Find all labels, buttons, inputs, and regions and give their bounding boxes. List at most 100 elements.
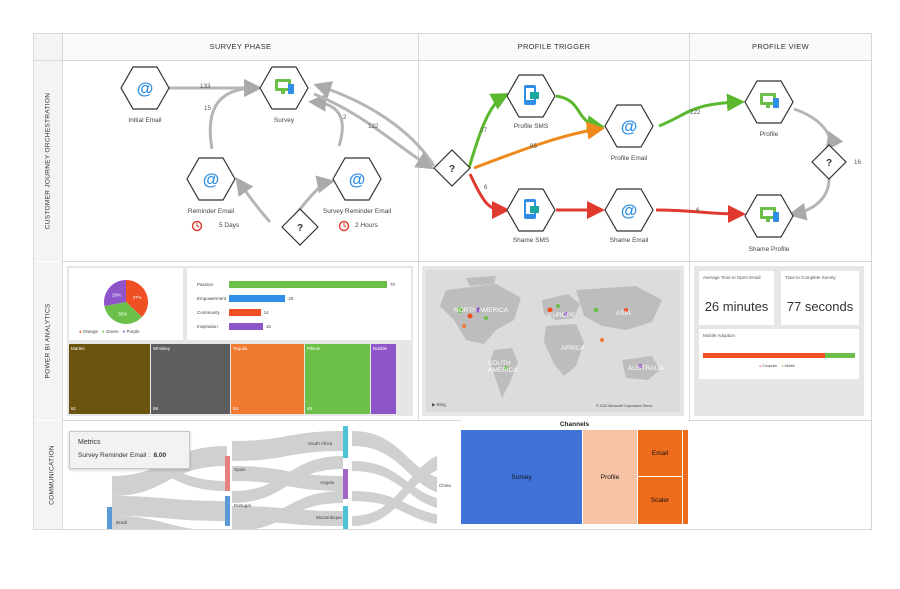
- legend-item: ● Mobile: [781, 364, 795, 368]
- channels-chart[interactable]: Channels Survey Profile Email Scaler: [461, 420, 688, 524]
- sankey-node[interactable]: [343, 506, 348, 530]
- treemap-tile-value: 54: [233, 406, 239, 411]
- map-panel: NORTH AMERICA EUROPE ASIA AFRICA SOUTH A…: [422, 266, 684, 416]
- pie-chart-card[interactable]: 37%35%28% ● Orange ● Green ● Purple: [69, 268, 183, 340]
- sankey-node-label: Brazil: [116, 520, 128, 525]
- column-header-profile-trigger: PROFILE TRIGGER: [419, 34, 690, 61]
- node-label: Profile: [759, 131, 779, 138]
- channel-label: Scaler: [650, 497, 670, 504]
- map-label: SOUTH AMERICA: [488, 360, 518, 374]
- decision-diamond[interactable]: [433, 149, 471, 187]
- kpi-value: 26 minutes: [704, 299, 769, 314]
- bing-logo: ▶ Bing: [432, 402, 446, 407]
- row-label-analytics: POWER BI ANALYTICS: [34, 262, 63, 420]
- flow-count: 6: [484, 184, 488, 191]
- bar-category-label: Empowerment: [197, 296, 227, 301]
- decision-diamond[interactable]: [281, 208, 319, 246]
- journey-flow-diagram: ? ? ? @ @ @ @ @: [120, 66, 847, 246]
- clock-icon: [338, 220, 350, 232]
- channel-tile-profile[interactable]: Profile: [583, 430, 637, 524]
- mobile-adoption-card[interactable]: Mobile Adoption ● Computer ● Mobile: [699, 329, 859, 379]
- flow-count: 95: [530, 143, 537, 150]
- bar-mark[interactable]: [229, 323, 263, 330]
- kpi-card-open-email[interactable]: Average Time to Open Email 26 minutes: [699, 271, 774, 325]
- channel-tile-survey[interactable]: Survey: [461, 430, 582, 524]
- tooltip-title: Metrics: [78, 439, 101, 446]
- channel-tile-scaler[interactable]: Scaler: [638, 477, 682, 524]
- question-mark-icon: ?: [449, 164, 455, 175]
- node-label: Shame SMS: [512, 237, 550, 244]
- bar-mark[interactable]: [229, 295, 286, 302]
- map-label: NORTH AMERICA: [454, 307, 509, 314]
- sankey-node[interactable]: [225, 456, 230, 491]
- treemap-tile[interactable]: Bubble: [371, 344, 396, 414]
- node-label: Profile Email: [610, 155, 648, 162]
- bar-category-label: Passion: [197, 282, 214, 287]
- legend-item: ● Purple: [122, 329, 140, 334]
- treemap-tile-value: 61: [71, 406, 77, 411]
- flow-arrow: [235, 177, 272, 223]
- treemap-tile-value: 58: [153, 406, 159, 411]
- bar-mark[interactable]: [229, 309, 261, 316]
- node-survey-reminder-email[interactable]: [332, 157, 382, 201]
- sms-phone-icon: [524, 85, 539, 105]
- bar-mark[interactable]: [229, 281, 387, 288]
- adoption-segment[interactable]: [824, 353, 855, 358]
- node-profile-email[interactable]: [604, 104, 654, 148]
- pie-slice[interactable]: [104, 280, 126, 307]
- metrics-tooltip: Metrics Survey Reminder Email : 8.00: [69, 431, 190, 469]
- pie-legend: ● Orange ● Green ● Purple: [79, 329, 140, 334]
- channel-tile-other[interactable]: [683, 430, 688, 524]
- sankey-node[interactable]: [343, 469, 348, 499]
- pie-chart: 37%35%28%: [104, 280, 148, 324]
- sankey-node-label: China: [439, 483, 451, 488]
- adoption-title: Mobile Adoption: [703, 333, 736, 338]
- treemap-tile-label: Tequila: [233, 346, 248, 351]
- flow-count: 122: [368, 123, 379, 130]
- pie-slice[interactable]: [104, 302, 143, 324]
- legend-item: ● Computer: [759, 364, 778, 368]
- node-reminder-email[interactable]: [186, 157, 236, 201]
- kpi-card-complete-survey[interactable]: Time to Complete Survey 77 seconds: [781, 271, 859, 325]
- sms-phone-icon: [524, 199, 539, 219]
- treemap-tile-label: Bubble: [373, 346, 388, 351]
- sankey-node[interactable]: [225, 496, 230, 526]
- node-label: Survey Reminder Email: [322, 208, 392, 215]
- grid-divider: [62, 261, 871, 262]
- flow-count: 2: [343, 114, 347, 121]
- wait-duration: 2 Hours: [355, 222, 378, 229]
- legend-item: ● Orange: [79, 329, 98, 334]
- pie-slice[interactable]: [126, 280, 148, 318]
- column-header-survey-phase: SURVEY PHASE: [63, 34, 419, 61]
- flow-arrow-green: [555, 94, 605, 133]
- world-map[interactable]: NORTH AMERICA EUROPE ASIA AFRICA SOUTH A…: [426, 270, 680, 412]
- pie-slice-label: 35%: [118, 312, 127, 317]
- row-label-text: POWER BI ANALYTICS: [44, 303, 52, 379]
- sankey-node[interactable]: [107, 507, 112, 530]
- adoption-segment[interactable]: [703, 353, 825, 358]
- sankey-chart[interactable]: [67, 421, 437, 530]
- map-copyright: © 2022 Microsoft Corporation Terms: [596, 404, 653, 408]
- wait-duration: 5 Days: [219, 222, 240, 229]
- node-shame-email[interactable]: [604, 188, 654, 232]
- treemap-tile[interactable]: Tequila 54: [231, 344, 304, 414]
- node-initial-email[interactable]: [120, 66, 170, 110]
- channel-tile-email[interactable]: Email: [638, 430, 682, 476]
- sankey-node[interactable]: [343, 426, 348, 458]
- analytics-survey-panel: 37%35%28% ● Orange ● Green ● Purple Pass…: [67, 266, 413, 416]
- node-label: Shame Email: [609, 237, 649, 244]
- channel-label: Profile: [600, 474, 620, 481]
- treemap-tile-value: 45: [307, 406, 313, 411]
- column-header-profile-view: PROFILE VIEW: [690, 34, 871, 61]
- bar-category-label: Inspiration: [197, 324, 218, 329]
- question-mark-icon: ?: [297, 223, 303, 234]
- decision-diamond[interactable]: [811, 144, 847, 180]
- world-map-shapes: [440, 276, 662, 398]
- flow-arrow: [313, 92, 435, 170]
- channel-label: Survey: [511, 474, 532, 481]
